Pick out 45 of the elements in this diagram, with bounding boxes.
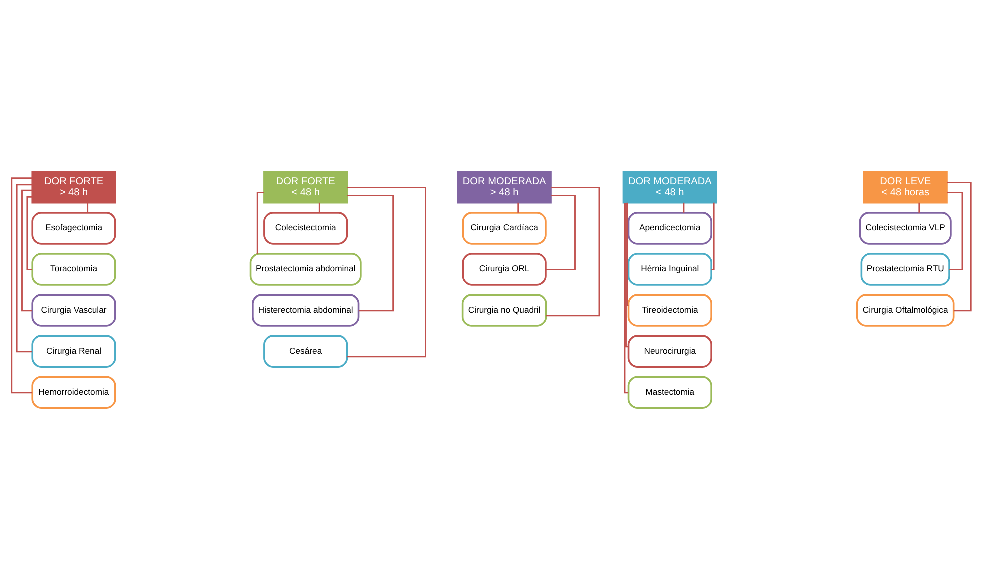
- node-box: Colecistectomia VLP: [858, 212, 952, 245]
- connector: [346, 194, 394, 312]
- connector: [626, 202, 628, 307]
- node-box: Colecistectomia: [263, 212, 348, 245]
- node-box: Histerectomia abdominal: [252, 294, 360, 327]
- connector: [26, 196, 32, 271]
- node-box: Neurocirurgia: [627, 335, 712, 368]
- node-box: Prostatectomia abdominal: [249, 253, 362, 286]
- connector: [21, 190, 32, 312]
- connector: [318, 202, 320, 213]
- connector: [517, 202, 519, 213]
- node-box: Apendicectomia: [627, 212, 712, 245]
- node-box: Cirurgia Renal: [31, 335, 116, 368]
- node-box: Esofagectomia: [31, 212, 116, 245]
- connector: [682, 202, 684, 213]
- connector: [546, 187, 600, 317]
- node-box: Cirurgia ORL: [462, 253, 546, 286]
- connector: [625, 202, 628, 348]
- node-box: Mastectomia: [627, 376, 712, 409]
- node-box: DOR FORTE < 48 h: [263, 171, 348, 204]
- connector: [946, 192, 963, 271]
- node-box: Hérnia Inguinal: [627, 253, 712, 286]
- node-box: Cesárea: [263, 335, 348, 368]
- connector: [86, 202, 88, 213]
- connector: [946, 182, 972, 312]
- node-box: Toracotomia: [31, 253, 116, 286]
- connector: [711, 202, 714, 271]
- node-box: DOR MODERADA > 48 h: [456, 171, 552, 204]
- connector: [16, 184, 32, 353]
- connector: [256, 192, 264, 254]
- connector: [10, 178, 32, 394]
- node-box: DOR MODERADA < 48 h: [622, 171, 717, 204]
- connector: [346, 187, 426, 358]
- connector: [918, 202, 920, 213]
- connector: [546, 194, 576, 271]
- node-box: Cirurgia no Quadril: [461, 294, 547, 327]
- node-box: Prostatectomia RTU: [860, 253, 950, 286]
- connector: [624, 203, 628, 394]
- node-box: Hemorroidectomia: [31, 376, 116, 409]
- node-box: Cirurgia Oftalmológica: [856, 294, 954, 327]
- node-box: DOR FORTE > 48 h: [31, 171, 116, 204]
- node-box: Tireoidectomia: [627, 294, 712, 327]
- node-box: Cirurgia Cardíaca: [462, 212, 546, 245]
- node-box: DOR LEVE < 48 horas: [862, 171, 948, 204]
- node-box: Cirurgia Vascular: [31, 294, 116, 327]
